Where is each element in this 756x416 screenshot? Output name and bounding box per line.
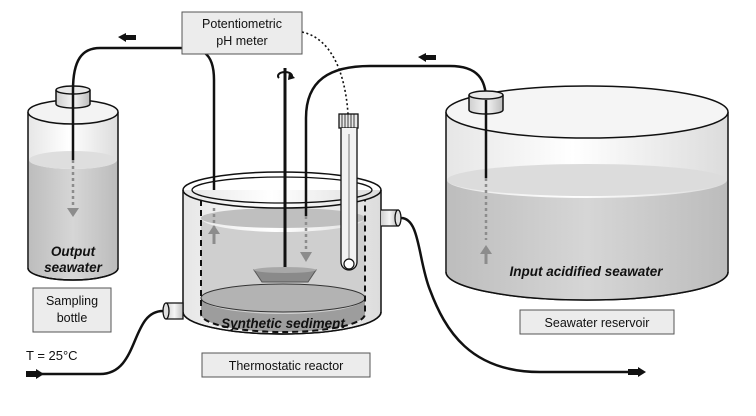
sampling-bottle-label-1: Sampling [46, 294, 98, 308]
input-seawater-label: Input acidified seawater [509, 264, 663, 279]
thermostat-outlet-tubing [400, 216, 628, 374]
temperature-label: T = 25°C [26, 348, 78, 363]
up-arrow-icon [480, 245, 492, 254]
ph-meter-wire [301, 31, 349, 115]
ph-meter-label-box [181, 11, 303, 55]
flow-arrow-left-icon [118, 33, 136, 42]
ph-meter-label-1: Potentiometric [202, 17, 282, 31]
reactor-inlet-port [162, 302, 184, 320]
stirrer-blade [253, 267, 317, 283]
flow-arrow-right-icon [26, 369, 44, 379]
thermostatic-reactor-label: Thermostatic reactor [229, 359, 344, 373]
output-seawater-label-2: seawater [44, 260, 103, 275]
thermostatic-reactor-label-box [201, 352, 371, 378]
seawater-reservoir [445, 85, 729, 301]
input-tubing [304, 64, 488, 216]
seawater-reservoir-label: Seawater reservoir [545, 316, 650, 330]
down-arrow-icon [67, 208, 79, 217]
thermostat-inlet-tubing [40, 309, 164, 376]
flow-arrow-left-icon [418, 53, 436, 62]
down-arrow-icon [300, 252, 312, 262]
ph-electrode [338, 113, 359, 271]
seawater-reservoir-label-box [519, 309, 675, 335]
flow-arrow-right-icon [628, 367, 646, 377]
sampling-bottle-label-2: bottle [57, 311, 88, 325]
output-tubing [71, 46, 216, 208]
reactor-outlet-port [381, 209, 402, 227]
synthetic-sediment-label: Synthetic sediment [221, 316, 345, 331]
sampling-bottle-label-box [32, 287, 112, 333]
output-seawater-label-1: Output [51, 244, 96, 259]
ph-meter-label-2: pH meter [216, 34, 267, 48]
up-arrow-icon [208, 225, 220, 234]
rotation-arrow-icon [277, 70, 295, 80]
sampling-bottle [27, 85, 119, 281]
